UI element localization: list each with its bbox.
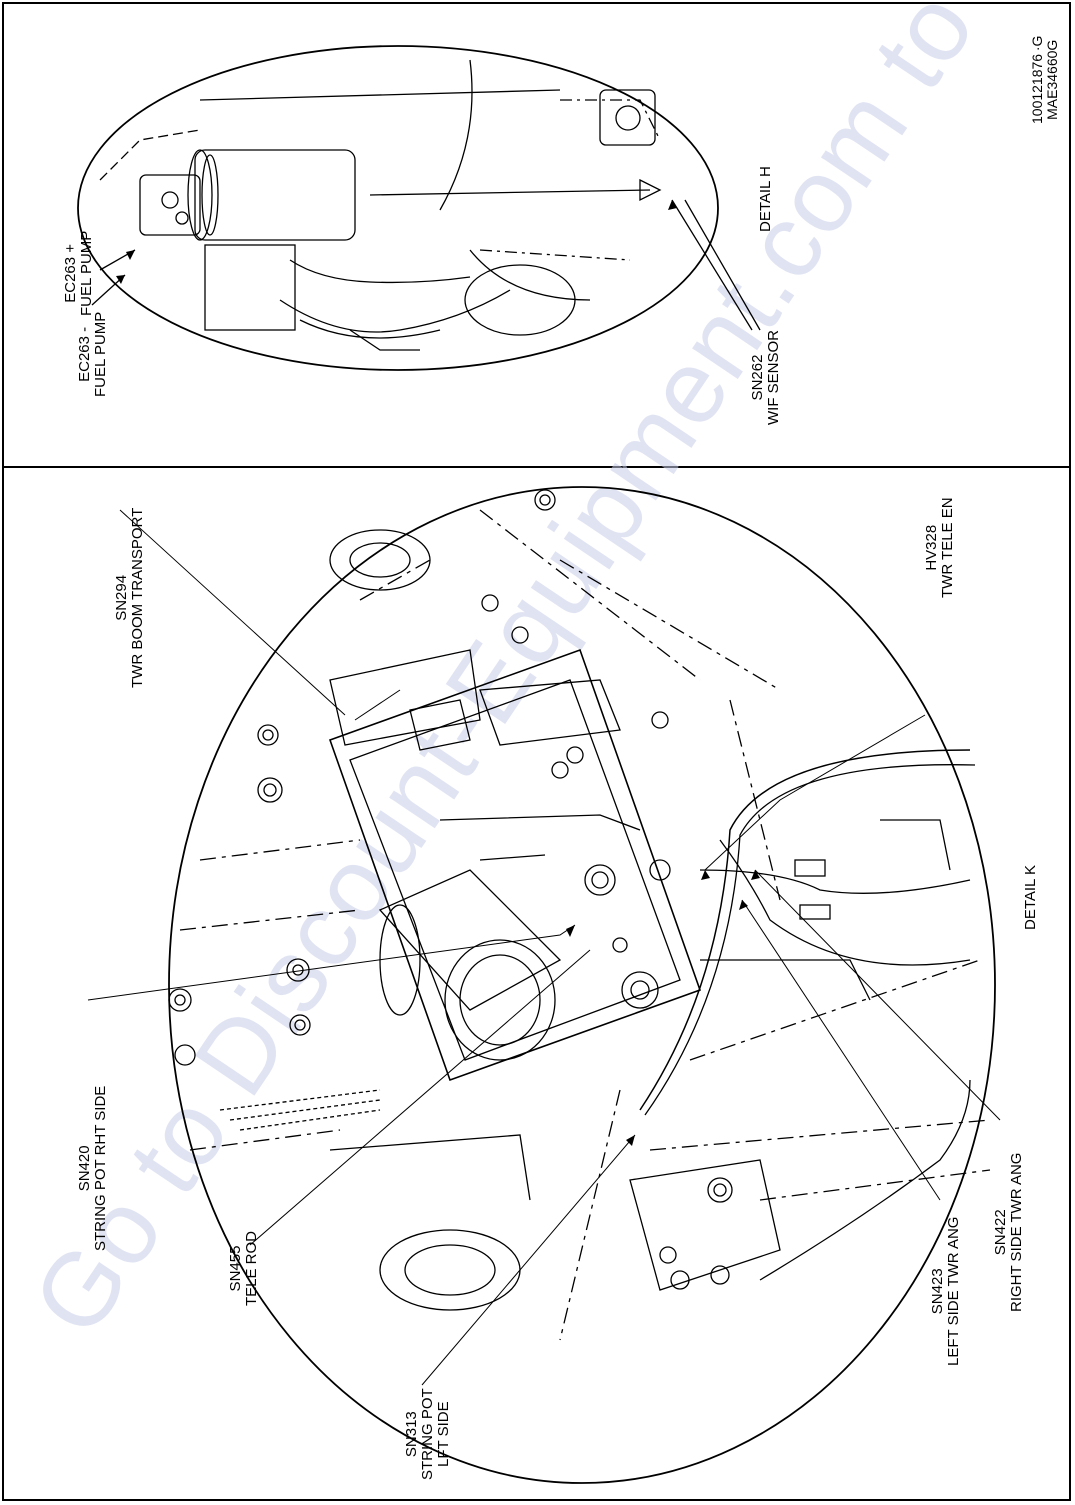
label-sn423: SN423 LEFT SIDE TWR ANG — [929, 1216, 962, 1366]
detail-h-view-outline — [77, 45, 719, 371]
label-sn313: SN313 STRING POT LFT SIDE — [403, 1388, 452, 1480]
label-sn294: SN294 TWR BOOM TRANSPORT — [113, 507, 146, 688]
label-sn262: SN262 WIF SENSOR — [749, 329, 782, 425]
label-sn455: SN455 TELE ROD — [227, 1230, 260, 1306]
label-ec263-plus: EC263 + FUEL PUMP — [62, 230, 95, 316]
label-ec263-minus: EC263 - FUEL PUMP — [76, 311, 109, 397]
detail-h-title: DETAIL H — [757, 166, 774, 232]
detail-divider — [4, 466, 1071, 468]
label-hv328: HV328 TWR TELE EN — [923, 497, 956, 598]
label-sn422: SN422 RIGHT SIDE TWR ANG — [992, 1152, 1025, 1312]
drawing-number: 100121876 ·G MAE34660G — [1029, 35, 1060, 124]
detail-k-view-outline — [168, 486, 996, 1484]
detail-k-title: DETAIL K — [1022, 864, 1039, 930]
label-sn420: SN420 STRING POT RHT SIDE — [76, 1085, 109, 1251]
